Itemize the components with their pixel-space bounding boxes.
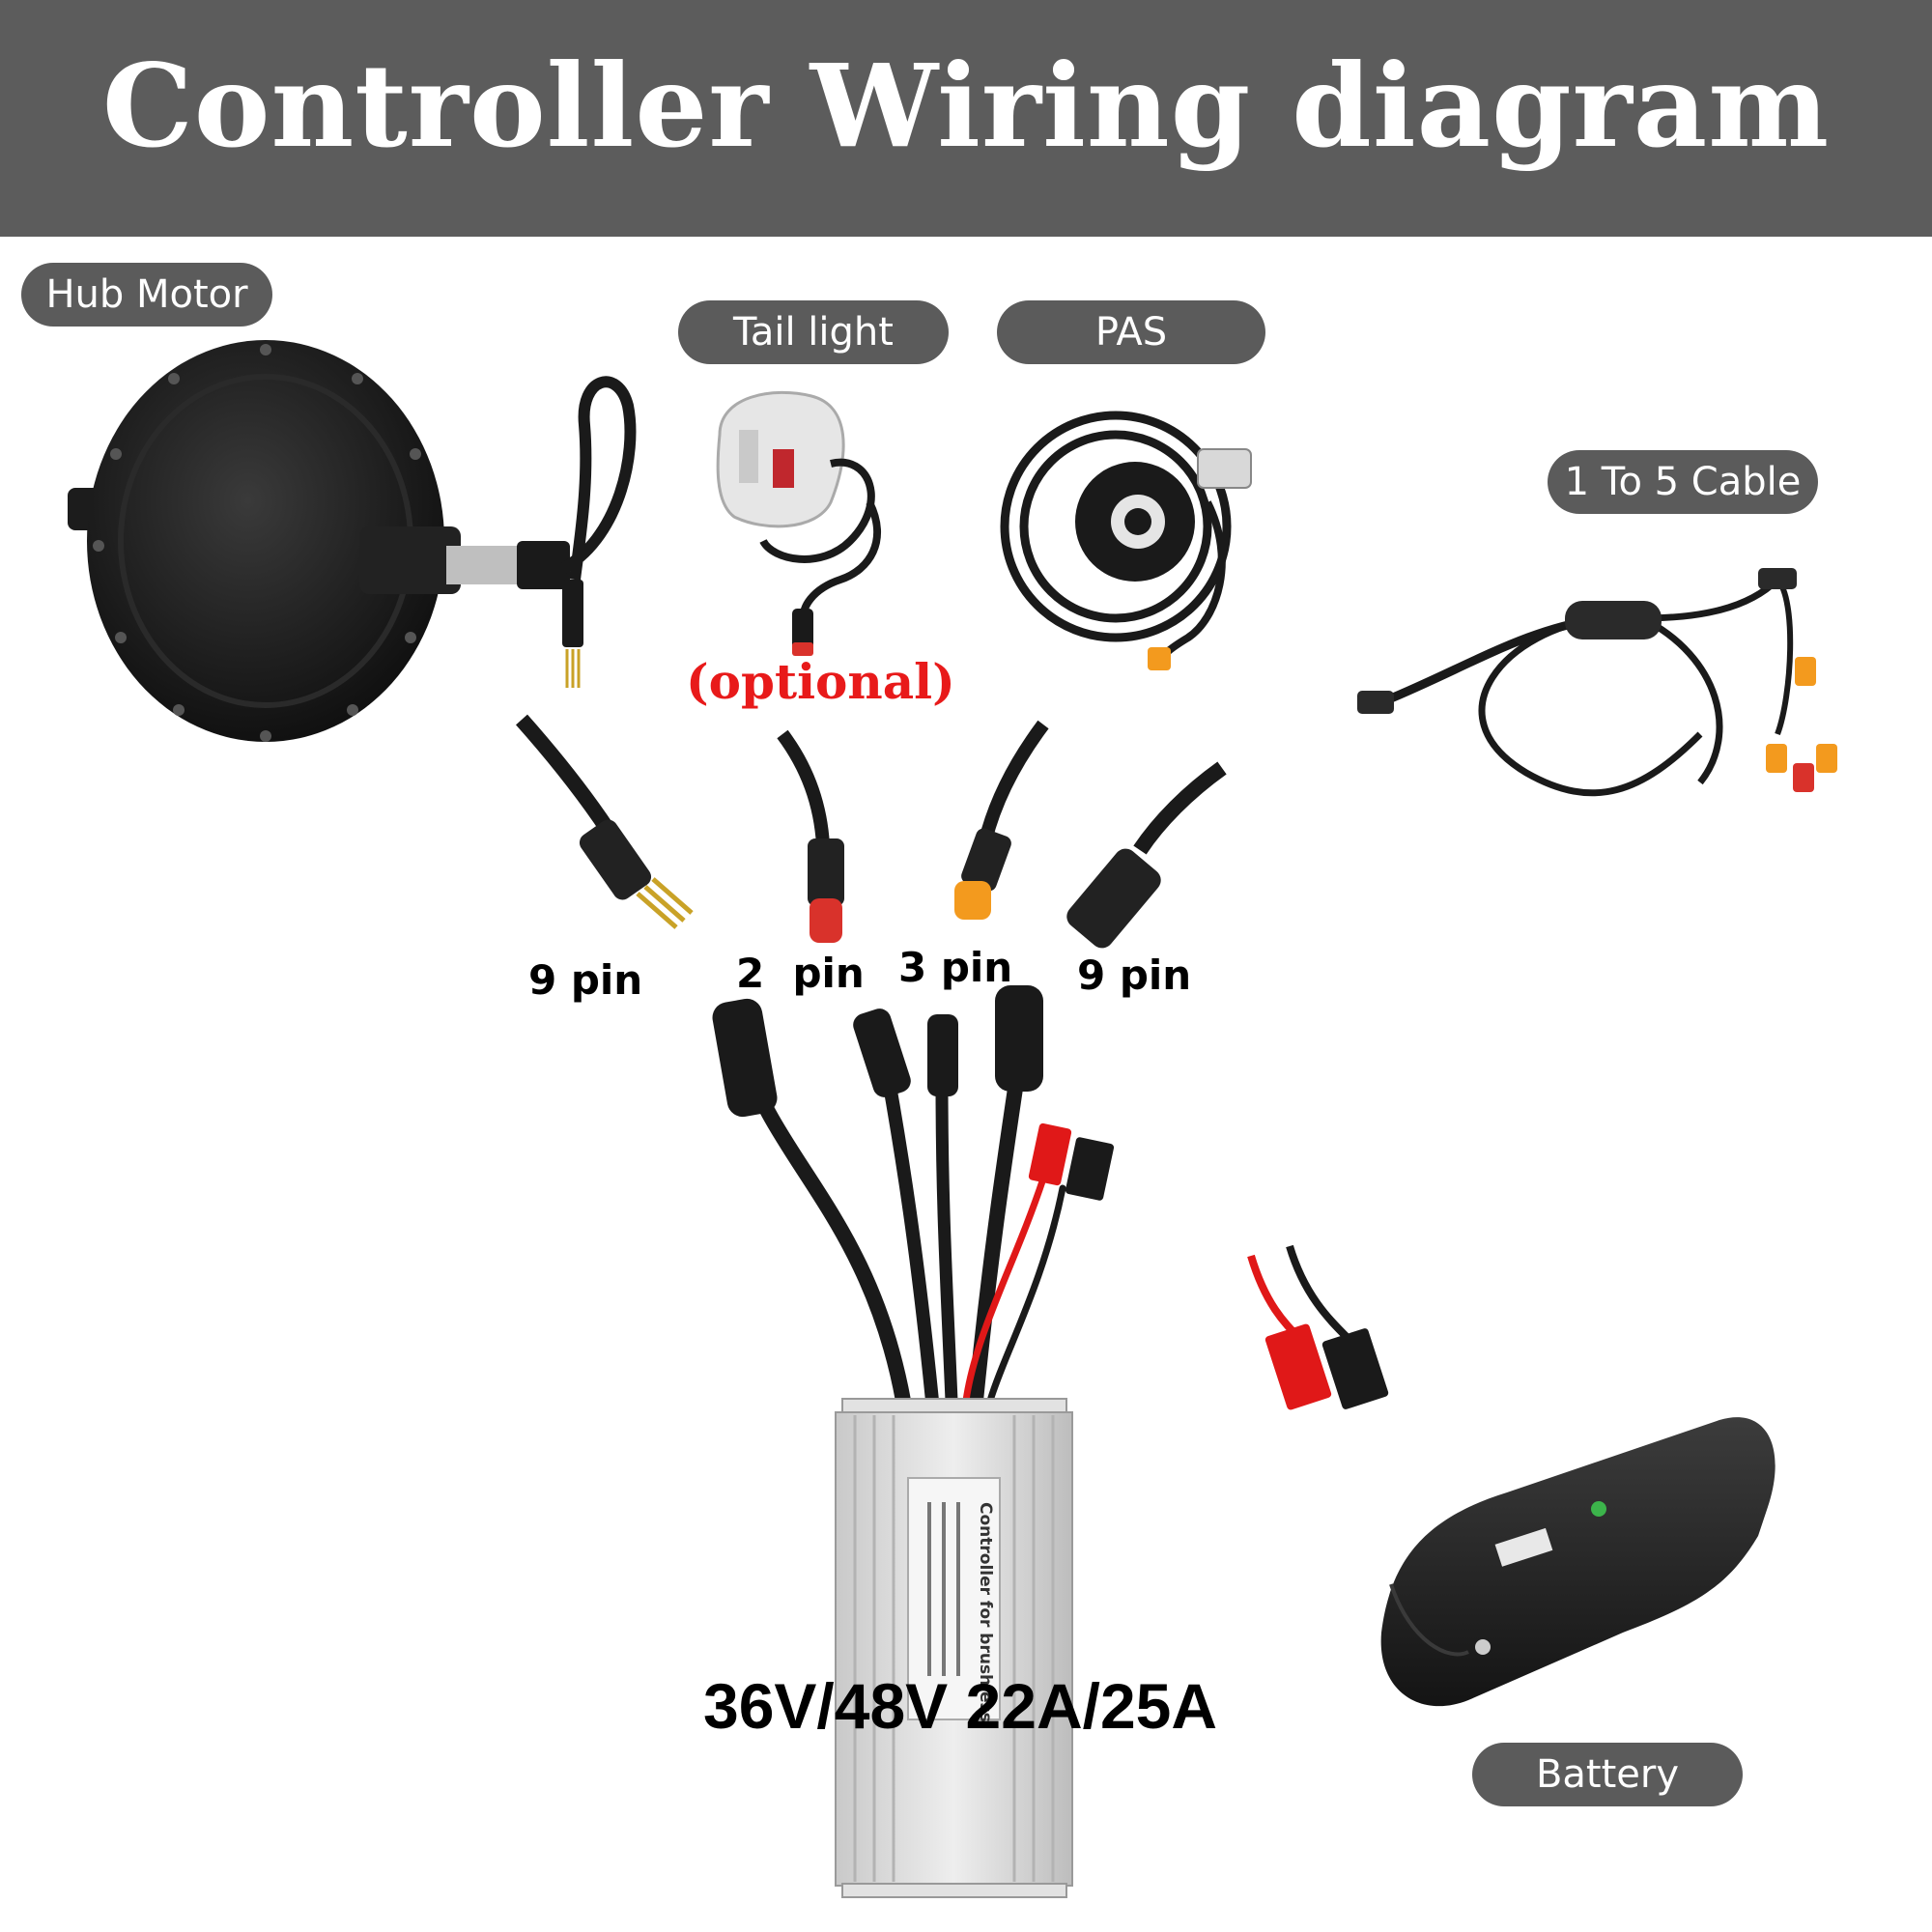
cable-pin-label: 9 pin [1077, 952, 1192, 999]
title-bar: Controller Wiring diagram [0, 0, 1932, 237]
tail-light-label: Tail light [678, 300, 949, 364]
controller-plate-title: Controller for brushless [976, 1502, 995, 1722]
one-to-five-cable-illustration [1357, 568, 1837, 797]
hub-motor-illustration [68, 340, 637, 742]
pas-label: PAS [997, 300, 1265, 364]
controller-body: Controller for brushless [835, 1398, 1073, 1898]
tail-light-pin-label: 2 pin [736, 950, 865, 997]
pas-sensor-illustration [1000, 411, 1252, 670]
controller-plug-ends [712, 985, 1115, 1201]
battery-illustration [1380, 1417, 1776, 1707]
battery-lead-illustration [1247, 1244, 1389, 1410]
motor-9pin-connector [516, 714, 694, 929]
tail-light-illustration [716, 390, 882, 656]
controller-rating: 36V/48V 22A/25A [703, 1670, 1218, 1742]
tail-light-2pin-connector [777, 729, 844, 943]
hub-motor-label: Hub Motor [21, 263, 272, 327]
controller-wire-harness [736, 1045, 1066, 1408]
optional-note: (optional) [686, 653, 955, 710]
pas-3pin-connector [954, 720, 1049, 920]
motor-pin-label: 9 pin [528, 956, 643, 1004]
battery-label: Battery [1472, 1743, 1743, 1806]
cable-9pin-connector [1066, 761, 1227, 949]
cable-label: 1 To 5 Cable [1548, 450, 1818, 514]
pas-pin-label: 3 pin [898, 944, 1013, 991]
page-title: Controller Wiring diagram [101, 39, 1831, 173]
